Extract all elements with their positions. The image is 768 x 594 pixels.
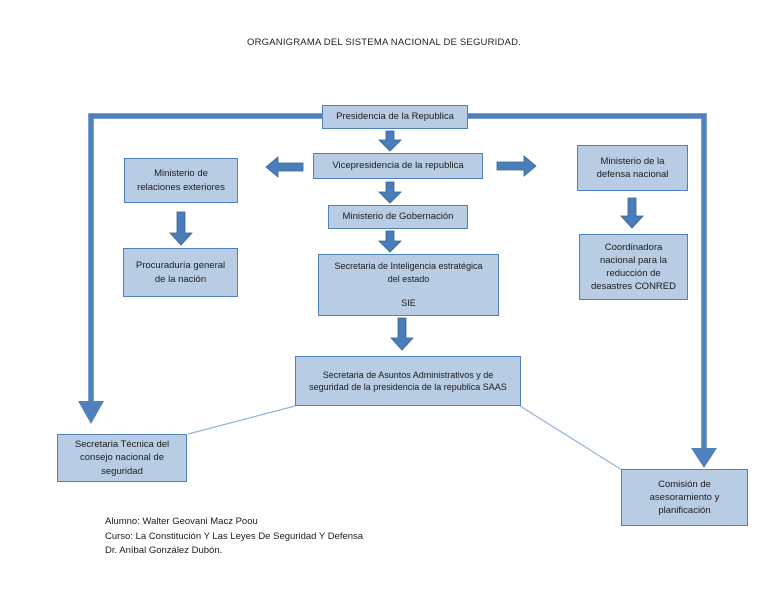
diagram-title: ORGANIGRAMA DEL SISTEMA NACIONAL DE SEGU… xyxy=(246,37,522,48)
footer-curso: Curso: La Constitución Y Las Leyes De Se… xyxy=(105,530,364,542)
arrow-sie-to-saas-icon xyxy=(390,317,414,351)
box-comision: Comisión de asesoramiento y planificació… xyxy=(621,469,748,526)
box-presidencia: Presidencia de la Republica xyxy=(322,105,468,129)
footer-alumno: Alumno: Walter Geovani Macz Poou xyxy=(105,516,258,527)
box-secretaria-tecnica: Secretaria Técnica del consejo nacional … xyxy=(57,434,187,482)
box-procuraduria: Procuraduría general de la nación xyxy=(123,248,238,297)
arrowhead-secretaria-tecnica-icon xyxy=(78,401,104,424)
box-conred: Coordinadora nacional para la reducción … xyxy=(579,234,688,300)
arrow-presidencia-to-vicepresidencia-icon xyxy=(378,130,402,152)
box-sie: Secretaria de Inteligencia estratégica d… xyxy=(318,254,499,316)
box-relaciones-exteriores: Ministerio de relaciones exteriores xyxy=(124,158,238,203)
box-gobernacion: Ministerio de Gobernación xyxy=(328,205,468,229)
box-saas: Secretaria de Asuntos Administrativos y … xyxy=(295,356,521,406)
arrow-relaciones-to-procuraduria-icon xyxy=(169,211,193,246)
arrow-defensa-to-conred-icon xyxy=(620,197,644,229)
line-saas-to-secretaria-tecnica xyxy=(187,405,296,435)
footer-docente: Dr. Aníbal González Dubón. xyxy=(105,545,223,556)
box-defensa-nacional: Ministerio de la defensa nacional xyxy=(577,145,688,191)
arrow-gobernacion-to-sie-icon xyxy=(378,230,402,253)
arrow-vicepresidencia-to-relaciones-icon xyxy=(265,156,304,178)
arrow-vicepresidencia-to-gobernacion-icon xyxy=(378,181,402,204)
line-saas-to-comision xyxy=(519,405,623,471)
arrow-vicepresidencia-to-defensa-icon xyxy=(496,155,537,177)
box-vicepresidencia: Vicepresidencia de la republica xyxy=(313,153,483,179)
arrowhead-comision-icon xyxy=(691,448,717,468)
footer-credits: Alumno: Walter Geovani Macz Poou Curso: … xyxy=(105,515,363,559)
